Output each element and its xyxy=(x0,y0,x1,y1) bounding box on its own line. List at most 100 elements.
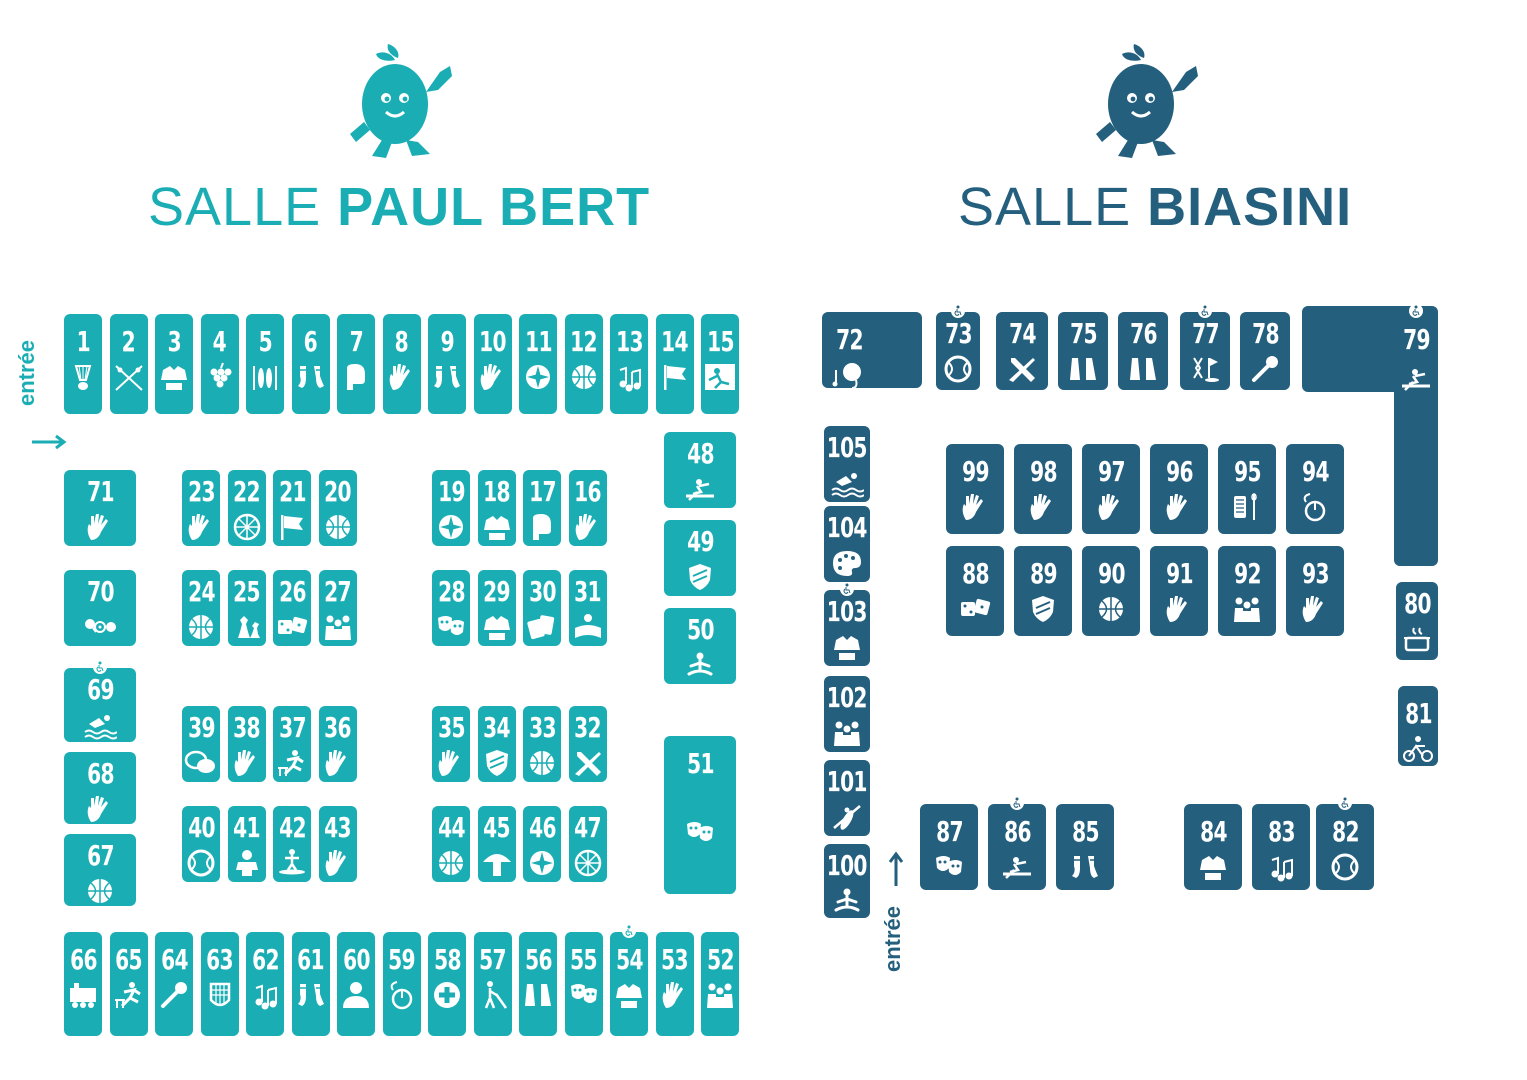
booth-81[interactable]: 81 xyxy=(1398,686,1438,766)
booth-65[interactable]: 65 xyxy=(109,932,148,1036)
booth-95[interactable]: 95 xyxy=(1218,444,1276,534)
booth-94[interactable]: 94 xyxy=(1286,444,1344,534)
booth-62[interactable]: 62 xyxy=(246,932,284,1036)
booth-86[interactable]: 86 xyxy=(988,796,1046,890)
booth-54[interactable]: 54 xyxy=(610,924,648,1036)
booth-100[interactable]: 100 xyxy=(824,844,870,918)
booth-89[interactable]: 89 xyxy=(1014,546,1072,636)
booth-50[interactable]: 50 xyxy=(664,608,736,684)
booth-88[interactable]: 88 xyxy=(946,546,1004,636)
booth-47[interactable]: 47 xyxy=(568,806,607,882)
booth-68[interactable]: 68 xyxy=(64,752,136,824)
booth-98[interactable]: 98 xyxy=(1014,444,1072,534)
booth-6[interactable]: 6 xyxy=(291,314,330,414)
booth-101[interactable]: 101 xyxy=(824,760,870,836)
booth-26[interactable]: 26 xyxy=(273,570,311,646)
booth-78[interactable]: 78 xyxy=(1240,312,1290,390)
booth-85[interactable]: 85 xyxy=(1056,804,1114,890)
booth-61[interactable]: 61 xyxy=(291,932,330,1036)
booth-91[interactable]: 91 xyxy=(1150,546,1208,636)
booth-38[interactable]: 38 xyxy=(227,706,266,782)
booth-21[interactable]: 21 xyxy=(273,470,311,546)
booth-67[interactable]: 67 xyxy=(64,834,136,906)
booth-12[interactable]: 12 xyxy=(564,314,603,414)
booth-60[interactable]: 60 xyxy=(337,932,375,1036)
booth-64[interactable]: 64 xyxy=(155,932,193,1036)
booth-80[interactable]: 80 xyxy=(1396,582,1438,660)
booth-23[interactable]: 23 xyxy=(182,470,220,546)
booth-18[interactable]: 18 xyxy=(477,470,516,546)
booth-34[interactable]: 34 xyxy=(477,706,516,782)
booth-56[interactable]: 56 xyxy=(519,932,557,1036)
booth-22[interactable]: 22 xyxy=(227,470,266,546)
booth-66[interactable]: 66 xyxy=(64,932,102,1036)
booth-57[interactable]: 57 xyxy=(473,932,512,1036)
booth-27[interactable]: 27 xyxy=(318,570,357,646)
booth-43[interactable]: 43 xyxy=(318,806,357,882)
booth-5[interactable]: 5 xyxy=(246,314,284,414)
booth-96[interactable]: 96 xyxy=(1150,444,1208,534)
booth-33[interactable]: 33 xyxy=(523,706,561,782)
booth-73[interactable]: 73 xyxy=(936,304,980,390)
booth-104[interactable]: 104 xyxy=(824,506,870,582)
booth-2[interactable]: 2 xyxy=(109,314,148,414)
booth-1[interactable]: 1 xyxy=(64,314,102,414)
booth-31[interactable]: 31 xyxy=(568,570,607,646)
booth-48[interactable]: 48 xyxy=(664,432,736,508)
booth-24[interactable]: 24 xyxy=(182,570,220,646)
booth-17[interactable]: 17 xyxy=(523,470,561,546)
booth-97[interactable]: 97 xyxy=(1082,444,1140,534)
booth-3[interactable]: 3 xyxy=(155,314,193,414)
booth-7[interactable]: 7 xyxy=(337,314,375,414)
booth-51[interactable]: 51 xyxy=(664,736,736,894)
booth-75[interactable]: 75 xyxy=(1058,312,1108,390)
booth-74[interactable]: 74 xyxy=(996,312,1048,390)
booth-37[interactable]: 37 xyxy=(273,706,311,782)
booth-90[interactable]: 90 xyxy=(1082,546,1140,636)
booth-82[interactable]: 82 xyxy=(1316,796,1374,890)
booth-9[interactable]: 9 xyxy=(428,314,466,414)
booth-44[interactable]: 44 xyxy=(432,806,470,882)
booth-4[interactable]: 4 xyxy=(200,314,239,414)
booth-59[interactable]: 59 xyxy=(382,932,421,1036)
booth-41[interactable]: 41 xyxy=(227,806,266,882)
booth-87[interactable]: 87 xyxy=(920,804,978,890)
booth-103[interactable]: 103 xyxy=(824,582,870,666)
booth-58[interactable]: 58 xyxy=(428,932,466,1036)
booth-49[interactable]: 49 xyxy=(664,520,736,596)
booth-36[interactable]: 36 xyxy=(318,706,357,782)
booth-102[interactable]: 102 xyxy=(824,676,870,752)
booth-53[interactable]: 53 xyxy=(655,932,694,1036)
booth-13[interactable]: 13 xyxy=(610,314,648,414)
booth-20[interactable]: 20 xyxy=(318,470,357,546)
booth-46[interactable]: 46 xyxy=(523,806,561,882)
booth-25[interactable]: 25 xyxy=(227,570,266,646)
booth-76[interactable]: 76 xyxy=(1118,312,1168,390)
booth-105[interactable]: 105 xyxy=(824,426,870,502)
booth-83[interactable]: 83 xyxy=(1252,804,1310,890)
booth-72[interactable]: 72 xyxy=(822,312,876,424)
booth-79[interactable]: 79 xyxy=(1394,304,1438,482)
booth-99[interactable]: 99 xyxy=(946,444,1004,534)
booth-16[interactable]: 16 xyxy=(568,470,607,546)
booth-39[interactable]: 39 xyxy=(182,706,220,782)
booth-92[interactable]: 92 xyxy=(1218,546,1276,636)
booth-71[interactable]: 71 xyxy=(64,470,136,546)
booth-15[interactable]: 15 xyxy=(701,314,739,414)
booth-45[interactable]: 45 xyxy=(477,806,516,882)
booth-19[interactable]: 19 xyxy=(432,470,470,546)
booth-63[interactable]: 63 xyxy=(200,932,239,1036)
booth-84[interactable]: 84 xyxy=(1184,804,1242,890)
booth-35[interactable]: 35 xyxy=(432,706,470,782)
booth-30[interactable]: 30 xyxy=(523,570,561,646)
booth-52[interactable]: 52 xyxy=(701,932,739,1036)
booth-10[interactable]: 10 xyxy=(473,314,512,414)
booth-70[interactable]: 70 xyxy=(64,570,136,646)
booth-32[interactable]: 32 xyxy=(568,706,607,782)
booth-29[interactable]: 29 xyxy=(477,570,516,646)
booth-55[interactable]: 55 xyxy=(564,932,603,1036)
booth-69[interactable]: 69 xyxy=(64,660,136,742)
booth-40[interactable]: 40 xyxy=(182,806,220,882)
booth-8[interactable]: 8 xyxy=(382,314,421,414)
booth-93[interactable]: 93 xyxy=(1286,546,1344,636)
